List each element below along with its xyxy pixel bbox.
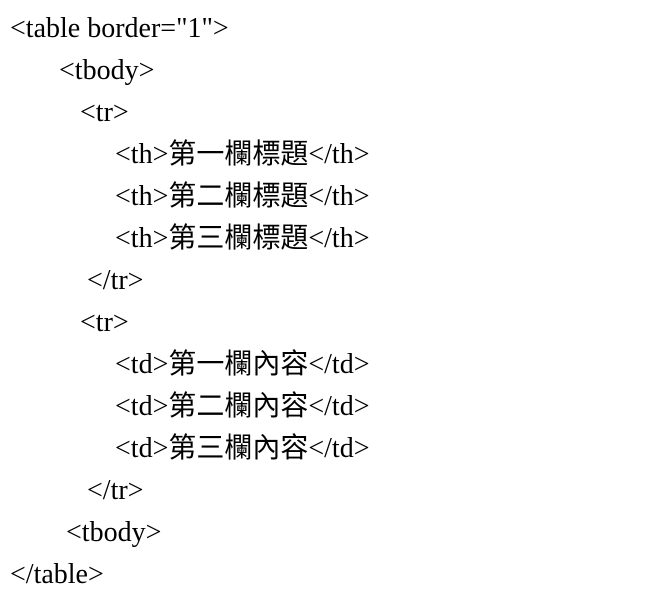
code-line-tbody-close: <tbody>	[10, 517, 162, 548]
code-line-tr-close-1: </tr>	[10, 265, 144, 296]
code-line-th-3: <th>第三欄標題</th>	[10, 223, 370, 254]
code-line-th-1: <th>第一欄標題</th>	[10, 139, 370, 170]
code-line-td-2: <td>第二欄內容</td>	[10, 391, 370, 422]
code-line-td-1: <td>第一欄內容</td>	[10, 349, 370, 380]
code-line-tr-open-2: <tr>	[10, 307, 129, 338]
code-line-tbody-open: <tbody>	[10, 55, 155, 86]
code-line-table-close: </table>	[10, 559, 104, 590]
code-line-tr-open-1: <tr>	[10, 97, 129, 128]
code-line-th-2: <th>第二欄標題</th>	[10, 181, 370, 212]
code-line-td-3: <td>第三欄內容</td>	[10, 433, 370, 464]
code-line-tr-close-2: </tr>	[10, 475, 144, 506]
code-line-table-open: <table border="1">	[10, 13, 229, 44]
